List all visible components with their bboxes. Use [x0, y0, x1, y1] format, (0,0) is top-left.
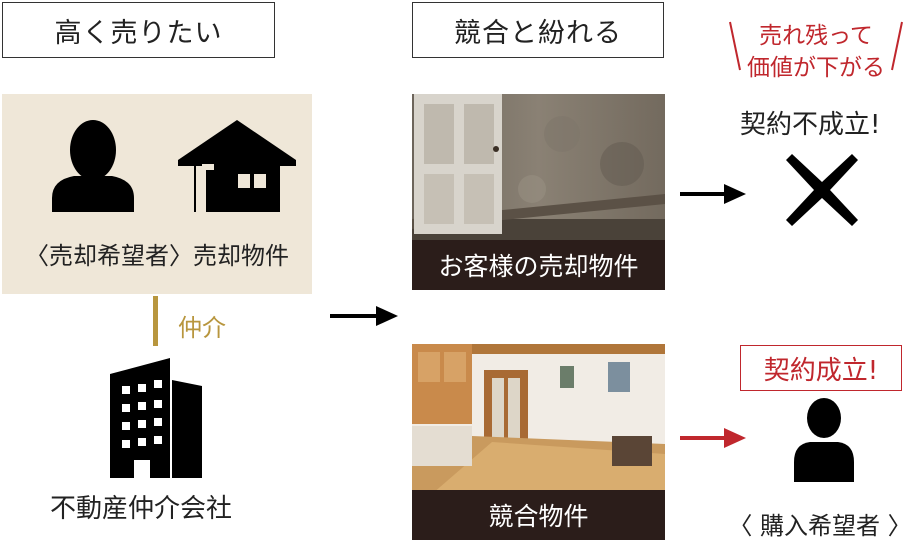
- contract-success-label: 契約成立!: [763, 355, 879, 386]
- center-header-box: 競合と紛れる: [412, 2, 664, 58]
- competing-property-caption: 競合物件: [412, 490, 665, 540]
- contract-success-box: 契約成立!: [740, 345, 902, 391]
- agency-label: 不動産仲介会社: [50, 494, 233, 524]
- competing-property-photo: [412, 344, 665, 494]
- center-header-label: 競合と紛れる: [454, 17, 622, 49]
- buyer-label: 〈 購入希望者 〉: [728, 512, 912, 540]
- seller-label: 〈売却希望者〉売却物件: [25, 242, 289, 270]
- emphasis-left-slash: [729, 21, 741, 71]
- unsold-line1: 売れ残って: [759, 23, 873, 49]
- contract-failed-label: 契約不成立!: [740, 110, 881, 140]
- emphasis-right-slash: [891, 21, 903, 71]
- person-icon: [52, 120, 134, 212]
- office-building-icon: [110, 358, 202, 478]
- mediation-line: [153, 296, 158, 346]
- mediation-label: 仲介: [178, 314, 226, 342]
- customer-property-photo: [412, 94, 665, 254]
- left-header-label: 高く売りたい: [54, 17, 223, 49]
- success-arrow-icon: [680, 428, 746, 448]
- person-icon: [794, 398, 854, 482]
- cross-icon: [786, 154, 858, 226]
- fail-arrow-icon: [680, 184, 746, 204]
- customer-property-caption: お客様の売却物件: [412, 240, 665, 290]
- unsold-line2: 価値が下がる: [747, 55, 885, 81]
- left-header-box: 高く売りたい: [2, 2, 275, 58]
- house-icon: [178, 120, 296, 212]
- center-arrow-icon: [330, 306, 398, 326]
